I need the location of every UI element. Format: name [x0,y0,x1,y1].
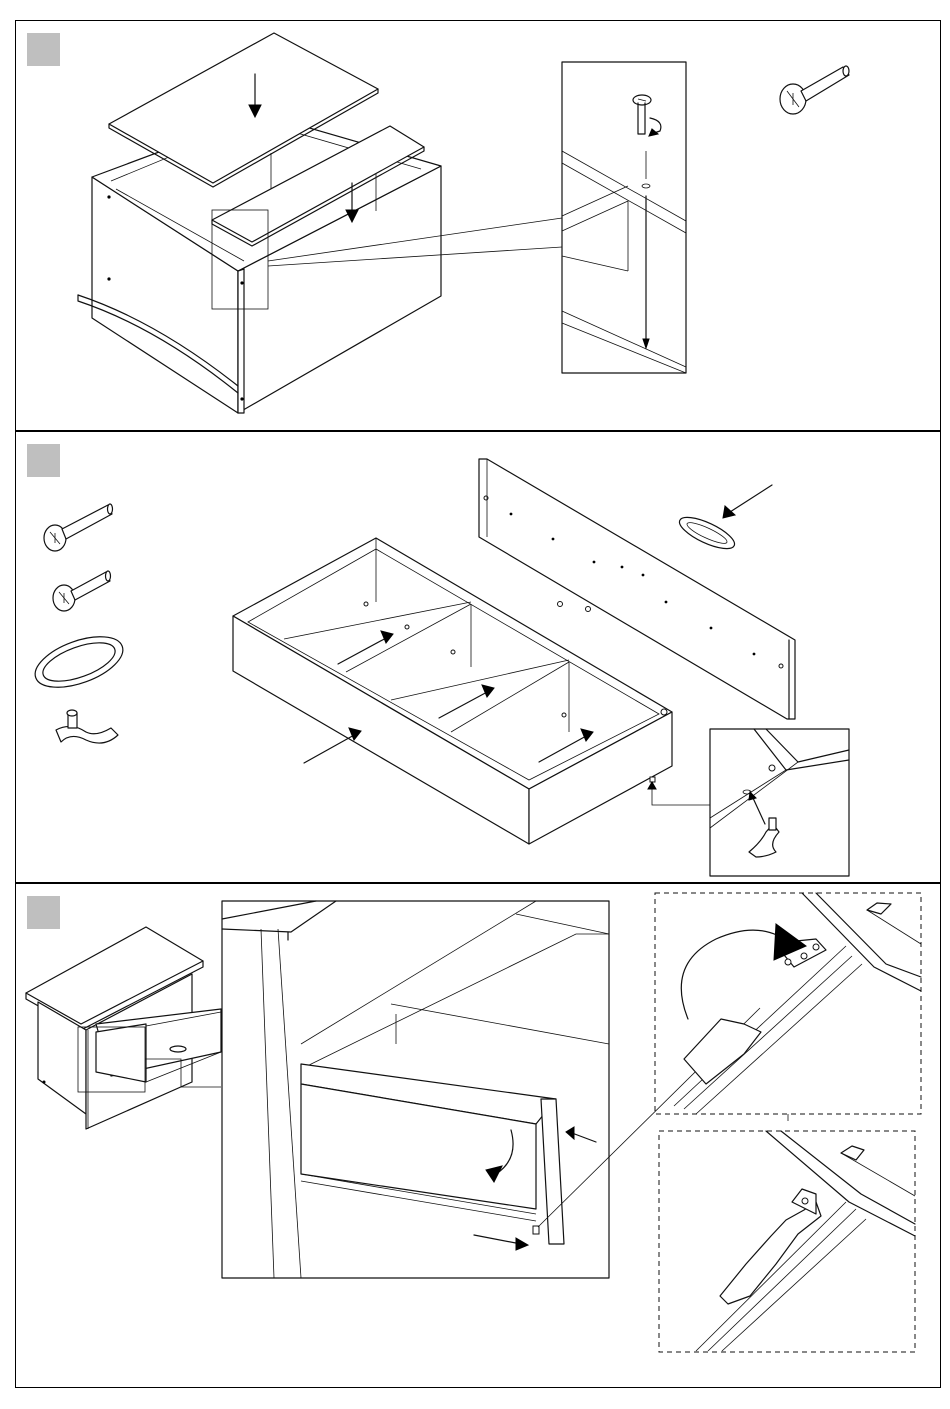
zoom-detail-step-2 [710,729,849,876]
step-3-panel [15,883,941,1388]
cam-bolt-icon [44,504,113,551]
leader-line [652,783,710,805]
zoom-detail-clip-locked [659,1131,915,1352]
step-1-panel [15,20,941,431]
zoom-detail-step-1 [562,62,686,373]
step-2-illustration [16,432,942,884]
zoom-detail-clip-rotate [655,893,921,1121]
rubber-ring-icon [676,511,739,554]
drawer-stop-clip-icon [56,710,118,743]
cam-bolt-icon [53,571,111,611]
step-1-illustration [16,21,942,432]
zoom-detail-drawer [222,901,609,1278]
step-3-illustration [16,884,942,1389]
cabinet-overview [26,927,221,1129]
rubber-ring-icon [29,627,130,698]
cam-bolt-icon [780,66,849,114]
step-2-panel [15,431,941,883]
